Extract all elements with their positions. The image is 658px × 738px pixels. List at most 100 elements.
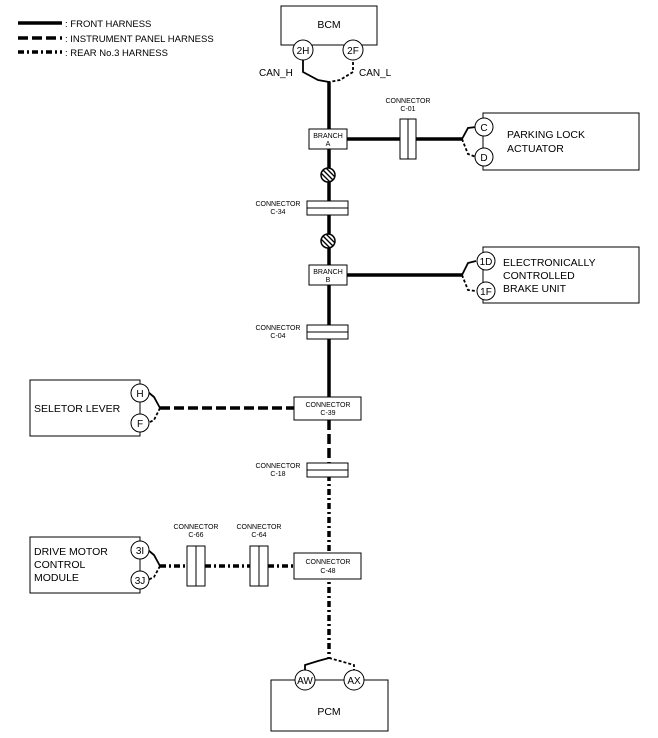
brake-label-3: BRAKE UNIT — [503, 283, 567, 295]
parking-lock-actuator-module: C D PARKING LOCK ACTUATOR — [474, 112, 640, 171]
connector-c39-id: C-39 — [320, 410, 335, 417]
parking-lock-pin-c-wire — [461, 126, 477, 140]
selector-pin-f-label: F — [137, 419, 143, 430]
connector-c01-word: CONNECTOR — [386, 98, 431, 105]
bcm-label: BCM — [317, 19, 340, 31]
bcm-pin-2f-label: 2F — [347, 46, 359, 57]
branch-b-word: BRANCH — [313, 269, 343, 276]
drive-motor-box — [29, 536, 141, 594]
drive-motor-label-2: CONTROL — [34, 559, 85, 571]
legend: : FRONT HARNESS : INSTRUMENT PANEL HARNE… — [18, 19, 214, 59]
connector-c18: CONNECTOR C-18 — [256, 462, 349, 478]
parking-lock-pin-c — [474, 117, 494, 137]
branch-a-box — [308, 128, 348, 150]
selector-pin-h — [130, 383, 150, 403]
drive-motor-pin-3i — [130, 540, 150, 560]
branch-b-id: B — [326, 277, 331, 284]
drive-motor-label-1: DRIVE MOTOR — [34, 546, 108, 558]
connector-c34-id: C-34 — [270, 209, 285, 216]
brake-pin-1d-wire — [461, 260, 477, 276]
branch-a-id: A — [326, 141, 331, 148]
connector-c04: CONNECTOR C-04 — [256, 324, 349, 340]
branch-a-word: BRANCH — [313, 133, 343, 140]
connector-c18-word: CONNECTOR — [256, 463, 301, 470]
parking-lock-pin-d-wire — [461, 138, 477, 158]
selector-pin-h-wire — [147, 391, 161, 409]
bcm-can-l-wire — [328, 57, 354, 83]
brake-unit-module: 1D 1F ELECTRONICALLY CONTROLLED BRAKE UN… — [476, 246, 640, 304]
pcm-pin-aw-label: AW — [297, 676, 313, 687]
parking-lock-pin-d-label: D — [480, 153, 487, 164]
brake-label-2: CONTROLLED — [503, 270, 575, 282]
pcm-module: AW AX PCM — [270, 669, 389, 732]
twisted-pair-icon — [320, 233, 336, 249]
can-h-label: CAN_H — [259, 68, 293, 79]
selector-pin-h-label: H — [136, 389, 143, 400]
bcm-module: BCM 2H 2F CAN_H CAN_L — [259, 5, 392, 79]
connector-c66: CONNECTOR C-66 — [174, 524, 219, 587]
connector-c39: CONNECTOR C-39 — [293, 396, 362, 421]
connector-c48: CONNECTOR C-48 — [293, 552, 362, 580]
parking-lock-label-1: PARKING LOCK — [507, 129, 585, 141]
selector-label: SELETOR LEVER — [34, 403, 121, 415]
connector-c64: CONNECTOR C-64 — [237, 524, 282, 587]
legend-front-label: : FRONT HARNESS — [65, 19, 151, 30]
bcm-can-h-wire — [302, 57, 330, 83]
can-l-label: CAN_L — [359, 68, 392, 79]
drive-motor-pin-3i-label: 3I — [136, 546, 144, 557]
drive-motor-pin-3j-wire — [147, 565, 161, 581]
connector-c48-word: CONNECTOR — [306, 559, 351, 566]
pcm-pin-aw — [294, 669, 316, 691]
bcm-pin-2f — [342, 39, 364, 61]
legend-rear-label: : REAR No.3 HARNESS — [65, 48, 168, 59]
brake-pin-1f-wire — [461, 274, 477, 292]
parking-lock-box — [482, 112, 640, 171]
branch-b-box — [308, 264, 348, 286]
connector-c04-word: CONNECTOR — [256, 325, 301, 332]
selector-pin-f-wire — [147, 407, 161, 424]
brake-unit-box — [482, 246, 640, 304]
twisted-pair-icon — [320, 167, 336, 183]
connector-c34: CONNECTOR C-34 — [256, 200, 349, 216]
pcm-box — [270, 679, 389, 732]
connector-c66-id: C-66 — [188, 532, 203, 539]
parking-lock-pin-c-label: C — [480, 123, 487, 134]
drive-motor-module: 3I 3J DRIVE MOTOR CONTROL MODULE — [29, 536, 150, 594]
pcm-pin-ax-label: AX — [347, 676, 361, 687]
connector-c34-word: CONNECTOR — [256, 201, 301, 208]
drive-motor-pin-3j-label: 3J — [135, 576, 146, 587]
connector-c01-id: C-01 — [400, 106, 415, 113]
pcm-ax-wire — [328, 657, 355, 671]
branch-b: BRANCH B — [308, 264, 348, 286]
parking-lock-label-2: ACTUATOR — [507, 143, 564, 155]
drive-motor-pin-3i-wire — [147, 549, 161, 567]
branch-a: BRANCH A — [308, 128, 348, 150]
connector-c64-id: C-64 — [251, 532, 266, 539]
parking-lock-pin-d — [474, 147, 494, 167]
connector-c48-id: C-48 — [320, 568, 335, 575]
connector-c04-id: C-04 — [270, 333, 285, 340]
legend-instrument-panel-label: : INSTRUMENT PANEL HARNESS — [65, 34, 214, 45]
brake-label-1: ELECTRONICALLY — [503, 257, 596, 269]
drive-motor-label-3: MODULE — [34, 572, 79, 584]
brake-pin-1d — [476, 251, 496, 271]
pcm-pin-ax — [343, 669, 365, 691]
connector-c66-word: CONNECTOR — [174, 524, 219, 531]
bcm-pin-2h — [292, 39, 314, 61]
pcm-aw-wire — [304, 657, 330, 671]
drive-motor-pin-3j — [130, 570, 150, 590]
bcm-pin-2h-label: 2H — [297, 46, 310, 57]
connector-c01: CONNECTOR C-01 — [386, 98, 431, 160]
selector-lever-box — [29, 379, 141, 437]
selector-lever-module: H F SELETOR LEVER — [29, 379, 150, 437]
selector-pin-f — [130, 413, 150, 433]
connector-c39-word: CONNECTOR — [306, 402, 351, 409]
connector-c18-id: C-18 — [270, 471, 285, 478]
brake-pin-1f — [476, 281, 496, 301]
bcm-box — [280, 5, 378, 46]
brake-pin-1f-label: 1F — [480, 287, 492, 298]
pcm-label: PCM — [317, 706, 340, 718]
connector-c64-word: CONNECTOR — [237, 524, 282, 531]
brake-pin-1d-label: 1D — [480, 257, 493, 268]
